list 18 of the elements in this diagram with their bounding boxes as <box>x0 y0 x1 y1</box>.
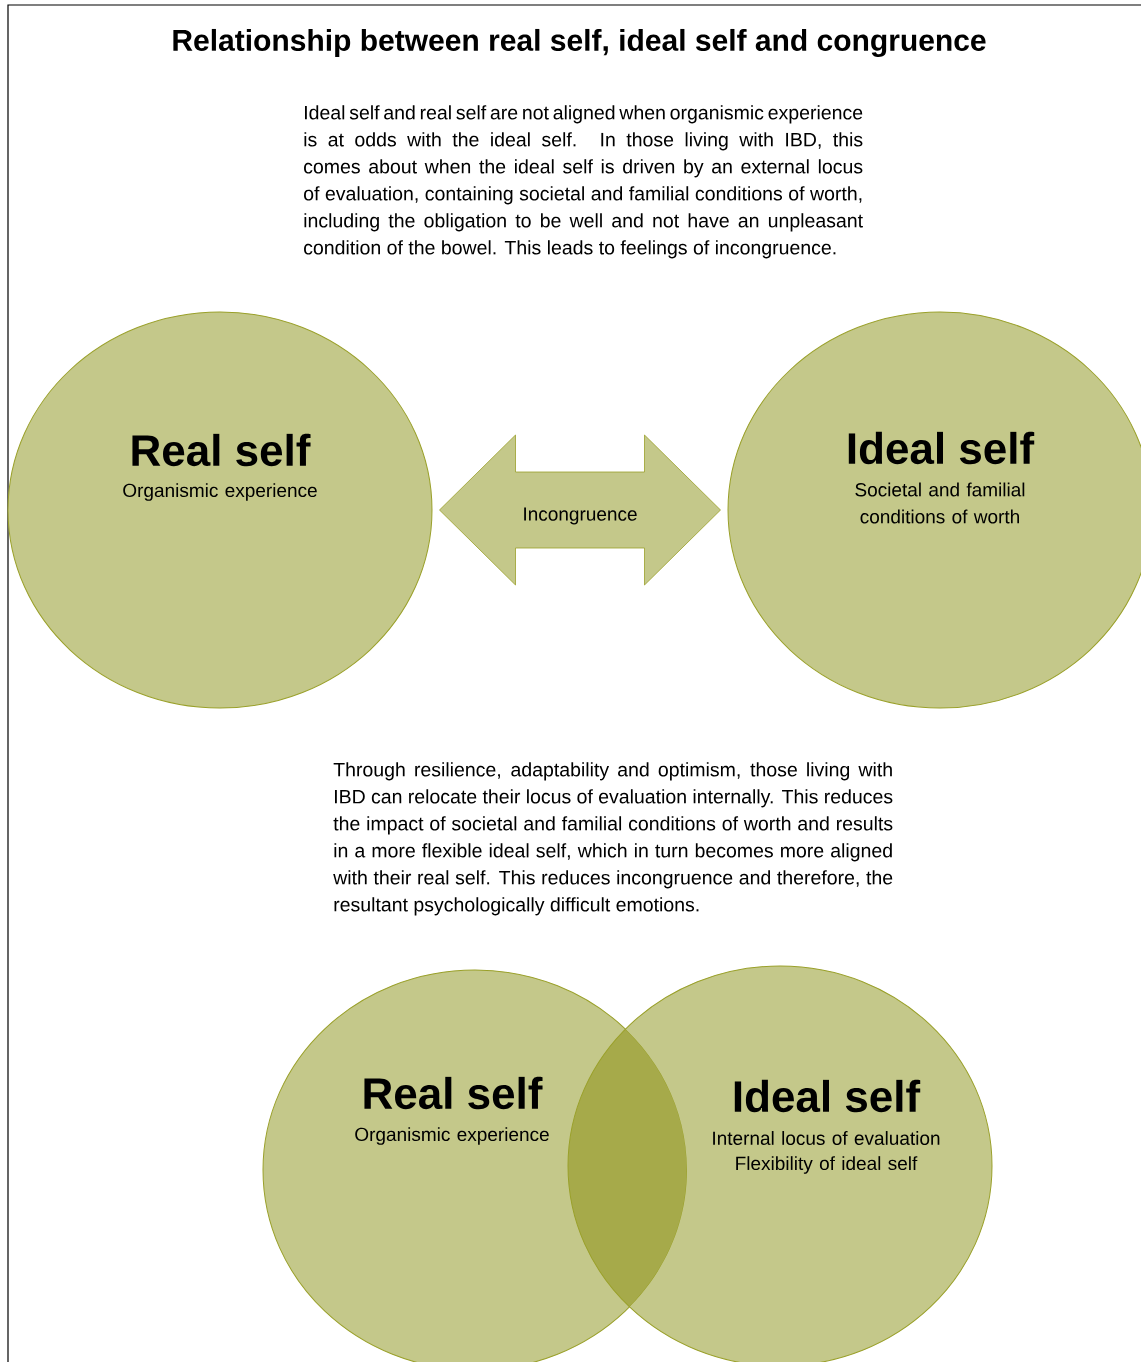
circle-title: Real self <box>132 433 311 467</box>
title: Relationship between real self, ideal self and congruence <box>173 28 986 58</box>
paragraph: Ideal self and real self are not aligned when organismic experience is at odds with the ideal self. In those living with IBD, this comes about when the ideal self is driven by an external locus of evaluation, containing societal and familial conditions of worth, including the obligation to be well and not have an unpleasant condition of the bowel. This leads to feelings of incongruence. <box>304 105 863 259</box>
circle <box>727 311 1141 709</box>
paragraph: Through resilience, adaptability and optimism, those living with IBD can relocate their locus of evaluation internally. This reduces the impact of societal and familial conditions of worth and results in a more flexible ideal self, which in turn becomes more aligned with their real self. This reduces incongruence and therefore, the resultant psychologically difficult emotions. <box>333 762 893 916</box>
double-arrow <box>439 434 721 586</box>
circle <box>567 965 993 1362</box>
circle-subtitle: Flexibility of ideal self <box>736 1156 918 1174</box>
circle-title: Ideal self <box>848 431 1035 465</box>
circle <box>7 311 433 709</box>
circle <box>262 969 688 1362</box>
circle-subtitle: Organismic experience <box>123 483 317 501</box>
edge-label: Incongruence <box>524 507 637 525</box>
circle-subtitle: Societal and familial conditions of worth <box>855 482 1025 524</box>
circle-subtitle: Organismic experience <box>355 1127 549 1145</box>
circle-title: Real self <box>364 1076 543 1110</box>
circle-subtitle: Internal locus of evaluation <box>713 1131 940 1145</box>
circle-title: Ideal self <box>734 1079 921 1113</box>
